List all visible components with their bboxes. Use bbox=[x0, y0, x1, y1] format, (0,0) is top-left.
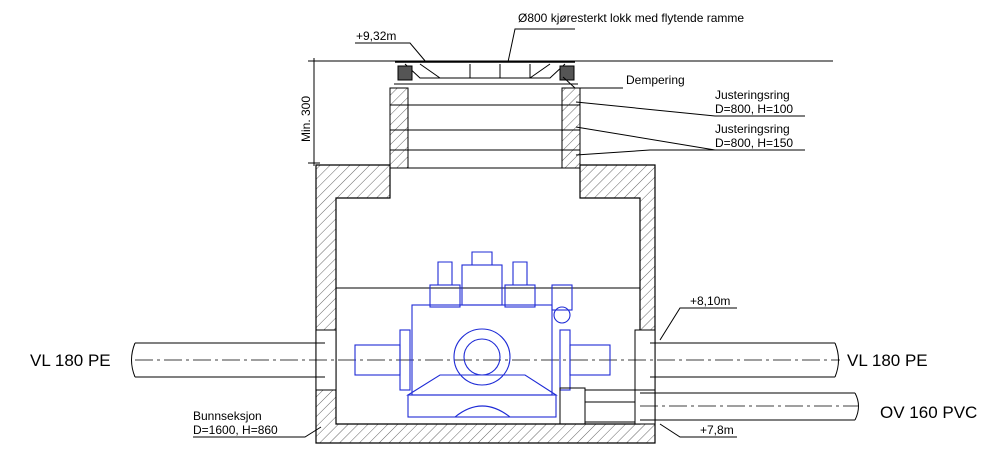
base-title-label: Bunnseksjon bbox=[193, 409, 262, 423]
pump-unit bbox=[559, 387, 636, 425]
valve-assembly bbox=[354, 251, 611, 418]
damping-label: Dempering bbox=[626, 73, 685, 87]
min-height-label: Min. 300 bbox=[299, 96, 313, 142]
vl-pipe bbox=[131, 342, 840, 378]
top-level-label: +9,32m bbox=[356, 29, 396, 43]
ring2-dims: D=800, H=150 bbox=[715, 136, 793, 150]
pipe-ov-label: OV 160 PVC bbox=[880, 403, 977, 422]
base-dims-label: D=1600, H=860 bbox=[193, 423, 278, 437]
level-mid-label: +8,10m bbox=[690, 294, 730, 308]
lid-label: Ø800 kjøresterkt lokk med flytende ramme bbox=[518, 11, 744, 25]
ov-pipe bbox=[640, 392, 859, 421]
pipe-left-label: VL 180 PE bbox=[30, 351, 111, 370]
ring1-title: Justeringsring bbox=[715, 88, 790, 102]
manhole-lid bbox=[394, 61, 578, 85]
ring1-dims: D=800, H=100 bbox=[715, 102, 793, 116]
ring2-title: Justeringsring bbox=[715, 122, 790, 136]
min-height-dimension bbox=[308, 58, 320, 166]
leader-lines bbox=[193, 28, 805, 438]
level-bottom-label: +7,8m bbox=[700, 423, 734, 437]
adjustment-rings bbox=[389, 87, 581, 169]
pipe-right-label: VL 180 PE bbox=[847, 351, 928, 370]
base-section bbox=[315, 164, 656, 444]
